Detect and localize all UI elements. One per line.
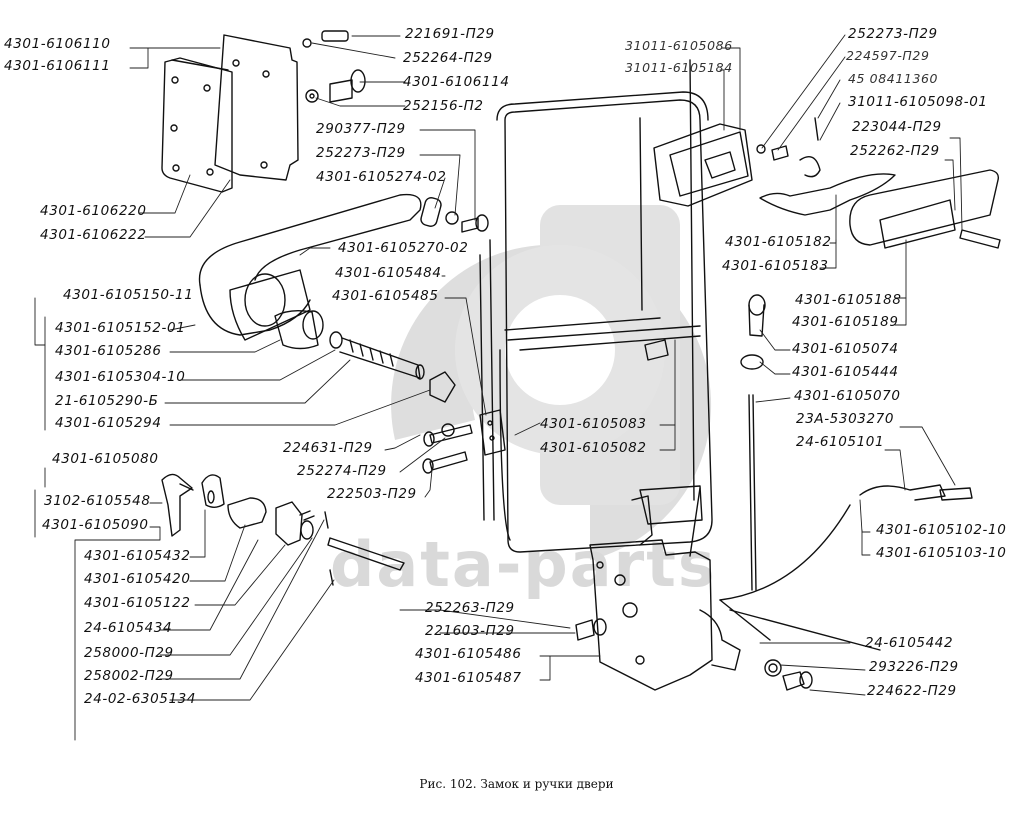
part-label[interactable]: 4301-6105304-10: [55, 369, 186, 385]
part-label[interactable]: 4301-6105122: [84, 595, 191, 611]
part-label[interactable]: 258000-П29: [84, 645, 174, 661]
part-label[interactable]: 4301-6105152-01: [55, 320, 186, 336]
part-label[interactable]: 290377-П29: [316, 121, 406, 137]
part-label[interactable]: 4301-6106111: [4, 58, 111, 74]
part-label[interactable]: 24-6105434: [84, 620, 173, 636]
part-label[interactable]: 4301-6105090: [42, 517, 149, 533]
part-label[interactable]: 24-6105101: [796, 434, 885, 450]
part-label[interactable]: 252274-П29: [297, 463, 387, 479]
outer-handle: [198, 193, 422, 350]
part-label[interactable]: 4301-6106220: [40, 203, 147, 219]
part-label[interactable]: 45 08411360: [848, 71, 939, 86]
part-label[interactable]: 252263-П29: [425, 600, 515, 616]
inner-handle: [653, 117, 1001, 249]
part-label[interactable]: 258002-П29: [84, 668, 174, 684]
top-fasteners: [302, 30, 366, 103]
part-label[interactable]: 222503-П29: [327, 486, 417, 502]
part-label[interactable]: 221603-П29: [425, 623, 515, 639]
part-label[interactable]: 224597-П29: [846, 48, 930, 63]
striker-plate: [422, 339, 669, 474]
part-label[interactable]: 4301-6106114: [403, 74, 510, 90]
part-label[interactable]: 4301-6106222: [40, 227, 147, 243]
figure-caption: Рис. 102. Замок и ручки двери: [419, 777, 614, 791]
leader-lines: [34, 34, 963, 741]
part-label[interactable]: 252273-П29: [316, 145, 406, 161]
part-label[interactable]: 4301-6105083: [540, 416, 647, 432]
door-frame: [479, 59, 713, 557]
part-label[interactable]: 293226-П29: [869, 659, 959, 675]
part-label[interactable]: 4301-6105286: [55, 343, 162, 359]
part-label[interactable]: 31011-6105086: [625, 38, 733, 53]
part-label[interactable]: 4301-6105082: [540, 440, 647, 456]
part-label[interactable]: 4301-6105183: [722, 258, 829, 274]
part-label[interactable]: 4301-6105070: [794, 388, 901, 404]
part-label[interactable]: 4301-6105182: [725, 234, 832, 250]
bottom-fasteners: [764, 659, 813, 691]
part-label[interactable]: 223044-П29: [852, 119, 942, 135]
handle-fasteners: [420, 197, 489, 233]
lock-button-rod: [740, 294, 766, 591]
part-label[interactable]: 4301-6105485: [332, 288, 439, 304]
part-label[interactable]: 3102-6105548: [44, 493, 151, 509]
part-label[interactable]: 221691-П29: [405, 26, 495, 42]
part-label[interactable]: 4301-6105444: [792, 364, 899, 380]
part-label[interactable]: 23А-5303270: [796, 411, 895, 427]
part-label[interactable]: 224622-П29: [867, 683, 957, 699]
part-label[interactable]: 4301-6105102-10: [876, 522, 1007, 538]
part-label[interactable]: 24-6105442: [865, 635, 954, 651]
part-label[interactable]: 4301-6105432: [84, 548, 191, 564]
part-label[interactable]: 4301-6105188: [795, 292, 902, 308]
part-label[interactable]: 4301-6105103-10: [876, 545, 1007, 561]
push-button-spring: [329, 331, 456, 403]
watermark-circle-hole: [505, 295, 615, 405]
linkage-rods: [719, 484, 973, 651]
part-label[interactable]: 4301-6105420: [84, 571, 191, 587]
part-label[interactable]: 4301-6105294: [55, 415, 162, 431]
part-label[interactable]: 4301-6105274-02: [316, 169, 447, 185]
part-label[interactable]: 4301-6105074: [792, 341, 899, 357]
part-label[interactable]: 4301-6105080: [52, 451, 159, 467]
part-label[interactable]: 252262-П29: [850, 143, 940, 159]
part-label[interactable]: 31011-6105184: [625, 60, 733, 75]
cover-plates: [161, 34, 299, 193]
part-label[interactable]: 252273-П29: [848, 26, 938, 42]
part-label[interactable]: 4301-6105150-11: [63, 287, 194, 303]
part-label[interactable]: 4301-6105484: [335, 265, 442, 281]
part-label[interactable]: 24-02-6305134: [84, 691, 197, 707]
part-label[interactable]: 252156-П2: [403, 98, 484, 114]
door-latch: [575, 495, 741, 691]
part-label[interactable]: 31011-6105098-01: [848, 94, 988, 110]
part-label[interactable]: 21-6105290-Б: [55, 393, 159, 409]
part-label[interactable]: 252264-П29: [403, 50, 493, 66]
part-label[interactable]: 4301-6105487: [415, 670, 522, 686]
lock-cylinder-set: [161, 473, 405, 586]
part-label[interactable]: 224631-П29: [283, 440, 373, 456]
part-label[interactable]: 4301-6105486: [415, 646, 522, 662]
part-label[interactable]: 4301-6105189: [792, 314, 899, 330]
part-label[interactable]: 4301-6105270-02: [338, 240, 469, 256]
part-label[interactable]: 4301-6106110: [4, 36, 111, 52]
